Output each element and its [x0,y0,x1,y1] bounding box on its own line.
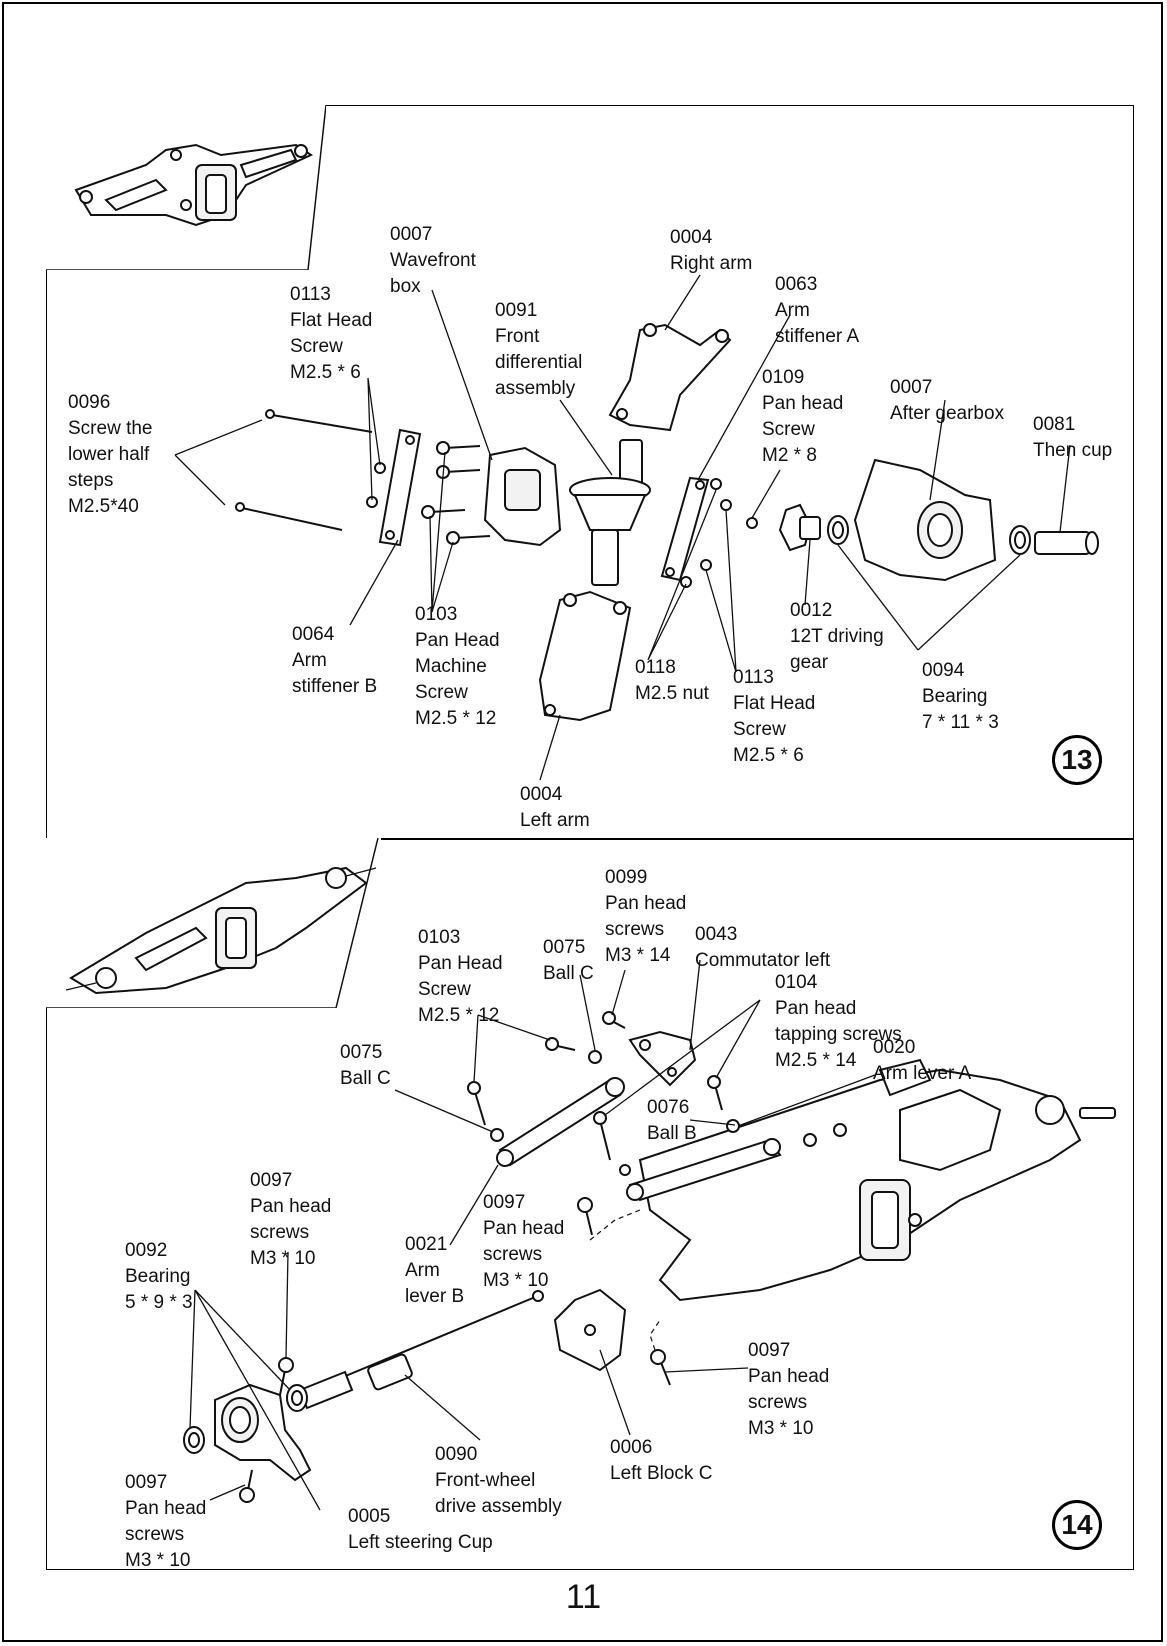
label-0076-ball-b: 0076 Ball B [647,1097,697,1144]
label-0005-left-steering-cup: 0005 Left steering Cup [348,1506,493,1553]
thumbnail-front-axle-assembly [65,866,377,995]
step-14-number: 14 [1052,1500,1102,1550]
front-differential-assembly [569,439,651,586]
label-0007-wavefront-box: 0007 Wavefront box [390,224,476,297]
label-0097-pan-head-screws-right: 0097 Pan head screws M3 * 10 [748,1340,830,1439]
label-0006-left-block-c: 0006 Left Block C [610,1437,713,1484]
pan-head-screw-0097-right [650,1349,671,1386]
bearing-0094-right [1009,525,1031,555]
left-block-c [553,1288,627,1372]
then-cup [1034,531,1099,555]
label-0109-pan-head-screw: 0109 Pan head Screw M2 * 8 [762,367,844,466]
screw-0096-lower [235,502,343,531]
label-0075-ball-c-left: 0075 Ball C [340,1042,391,1089]
label-0097-pan-head-screws-top-left: 0097 Pan head screws M3 * 10 [250,1170,332,1269]
pan-head-screw-0097-bottom-left [239,1469,255,1503]
bearing-0092-right [286,1384,308,1412]
label-0021-arm-lever-b: 0021 Arm lever B [405,1234,465,1307]
step-13-panel [46,105,1134,840]
label-0043-commutator-left: 0043 Commutator left [695,924,831,971]
pan-head-tapping-screws-0104 [593,1075,723,1161]
label-0004-left-arm: 0004 Left arm [520,784,590,831]
left-steering-cup [214,1383,312,1482]
label-0104-pan-head-tapping-screws: 0104 Pan head tapping screws M2.5 * 14 [775,972,902,1071]
arm-stiffener-b [378,428,422,547]
driving-gear-12t [778,503,821,552]
label-0099-pan-head-screws: 0099 Pan head screws M3 * 14 [605,867,687,966]
label-0020-arm-lever-a: 0020 Arm lever A [873,1037,972,1084]
front-wheel-drive-assembly [298,1290,544,1410]
step-14-leader-lines [189,959,876,1511]
step-14-thumbnail [46,838,381,1008]
pan-head-screw-0097-top-left [278,1357,294,1396]
label-0092-bearing: 0092 Bearing 5 * 9 * 3 [125,1240,193,1313]
after-gearbox [853,458,997,582]
left-arm [538,590,632,722]
step-13-leader-lines [174,274,1071,781]
step-14-panel [46,838,1134,1570]
arm-lever-b [496,1077,625,1167]
pan-head-screw-0109 [746,517,758,529]
pan-head-screw-0097-center [577,1197,593,1236]
wavefront-box [483,446,562,547]
label-0012-12t-driving-gear: 0012 12T driving gear [790,600,884,673]
label-0064-arm-stiffener-b: 0064 Arm stiffener B [292,624,378,697]
page-number: 11 [565,1578,602,1616]
ball-c-left [490,1128,504,1142]
bearing-0094-left [827,515,849,545]
label-0097-pan-head-screws-bottom-left: 0097 Pan head screws M3 * 10 [125,1472,207,1571]
pan-head-screws-0103 [421,441,491,545]
label-0097-pan-head-screws-center: 0097 Pan head screws M3 * 10 [483,1192,565,1291]
right-arm [608,323,732,432]
label-0094-bearing: 0094 Bearing 7 * 11 * 3 [922,660,999,733]
label-0090-front-wheel-drive-assembly: 0090 Front-wheel drive assembly [435,1444,562,1517]
ball-c-right [588,1050,602,1064]
label-0103-pan-head-screw: 0103 Pan Head Screw M2.5 * 12 [418,927,503,1026]
label-0113-flat-head-screw-top: 0113 Flat Head Screw M2.5 * 6 [290,284,373,383]
label-0113-flat-head-screw-bottom: 0113 Flat Head Screw M2.5 * 6 [733,667,816,766]
flat-head-screws-0113 [366,462,386,508]
m25-nuts-0118 [680,478,722,588]
label-0063-arm-stiffener-a: 0063 Arm stiffener A [775,274,860,347]
commutator-left [628,1030,697,1087]
bearing-0092-left [183,1426,205,1454]
label-0007-after-gearbox: 0007 After gearbox [890,377,1005,424]
front-axle-subassembly [638,1058,1116,1302]
screw-0096-upper [265,409,373,433]
label-0075-ball-c-top: 0075 Ball C [543,937,594,984]
label-0091-front-differential: 0091 Front differential assembly [495,300,583,399]
step-13-number: 13 [1052,735,1102,785]
label-0118-m25-nut: 0118 M2.5 nut [635,657,709,704]
label-0103-pan-head-machine-screw: 0103 Pan Head Machine Screw M2.5 * 12 [415,604,500,729]
arm-lever-a [626,1138,782,1202]
pan-head-screw-0099 [602,1011,626,1029]
label-0096-screw-lower-half: 0096 Screw the lower half steps M2.5*40 [68,392,153,517]
label-0081-then-cup: 0081 Then cup [1033,414,1113,461]
label-0004-right-arm: 0004 Right arm [670,227,753,274]
step-13-thumbnail [46,105,326,270]
thumbnail-gearbox-assembly [74,143,314,227]
